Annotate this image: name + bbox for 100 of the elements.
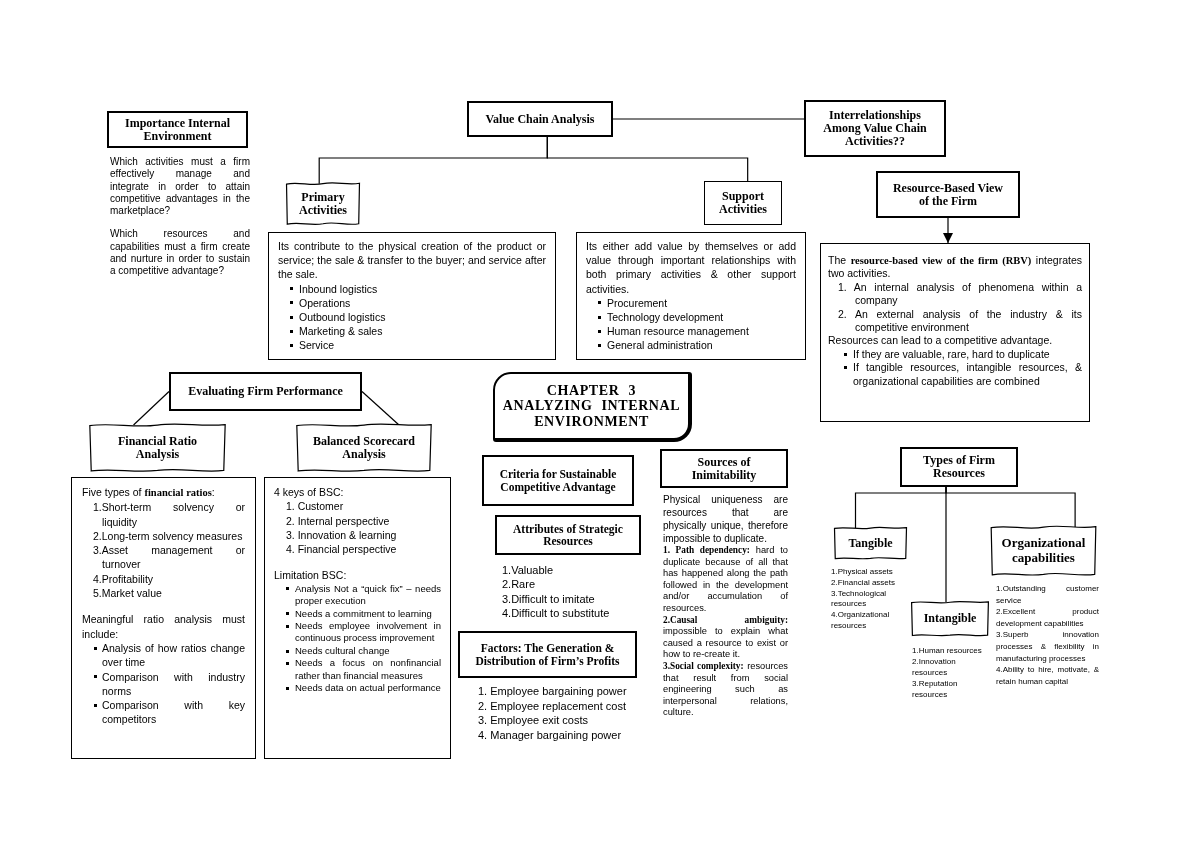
description-box: [268, 232, 556, 360]
list-item: Analysis Not a “quick fix” – needs proper execution: [295, 582, 441, 608]
topic-box: [876, 171, 1020, 218]
list-item: Needs employee involvement in continuous process improvement: [295, 620, 441, 645]
arrow: [943, 217, 953, 244]
list-item: Needs data on actual performance: [295, 682, 441, 695]
description-box: [71, 477, 256, 759]
list-item: 1. An internal analysis of phenomena within a company: [837, 280, 1082, 308]
list-item: Technology development: [607, 310, 724, 325]
description-text: 3.Social complexity: resources that result from social engineering such as interpersonal relations, culture.: [663, 660, 788, 719]
box-title: Importance Internal Environment: [124, 116, 231, 143]
list-item: Needs cultural change: [295, 644, 390, 658]
box-title: Factors: The Generation & Distribution of Firm’s Profits: [474, 642, 621, 667]
box-title: Sources of Inimitability: [690, 455, 758, 482]
box-title: CHAPTER 3 ANALYZING INTERNAL ENVIRONMENT: [501, 383, 682, 429]
box-title: Types of Firm Resources: [922, 454, 996, 480]
list-item: Service: [299, 338, 334, 353]
list-item: Comparison with key competitors: [102, 698, 245, 727]
description-text: Limitation BSC:: [274, 568, 347, 583]
box-title: Criteria for Sustainable Competitive Advantage: [498, 468, 618, 493]
box-title: Primary Activities: [298, 190, 348, 217]
box-title: Value Chain Analysis: [485, 112, 595, 126]
list-item: 4.Ability to hire, motivate, & retain human capital: [996, 664, 1099, 688]
box-title: Financial Ratio Analysis: [117, 434, 198, 461]
list-item: 1.Physical assets: [831, 567, 893, 578]
connector-line: [132, 390, 170, 426]
box-title: Balanced Scorecard Analysis: [311, 434, 417, 461]
banner-box: [285, 181, 361, 226]
description-text: Five types of financial ratios:: [82, 485, 215, 500]
description-text: Its either add value by themselves or add value through important relationships with both primary activities & other support activities.: [586, 239, 796, 296]
list-item: 3.Technological resources: [831, 588, 888, 611]
description-box: [264, 477, 451, 759]
list-item: Operations: [299, 295, 351, 310]
box-title: Interrelationships Among Value Chain Activities??: [822, 109, 928, 148]
list-item: 1. Customer: [285, 499, 345, 514]
topic-box: [704, 181, 782, 225]
list-item: 3. Innovation & learning: [285, 527, 397, 543]
topic-box: [804, 100, 946, 157]
topic-box: [169, 372, 362, 411]
description-box: [576, 232, 806, 360]
list-item: 3.Asset management or turnover: [92, 543, 245, 572]
list-item: 1.Short-term solvency or liquidity: [92, 500, 245, 529]
connector-line: [546, 136, 749, 182]
list-item: If tangible resources, intangible resources, & organizational capabilities are combined: [853, 361, 1082, 389]
connector-line: [361, 390, 400, 426]
topic-box: [482, 455, 634, 506]
list-item: 5.Market value: [92, 586, 162, 601]
description-text: Which activities must a firm effectively manage and integrate in order to attain competitive advantages in the marketplace?: [110, 156, 250, 218]
list-item: Procurement: [607, 295, 668, 310]
description-text: The resource-based view of the firm (RBV) integrates two activities.: [828, 254, 1082, 281]
list-item: Analysis of how ratios change over time: [102, 640, 245, 670]
list-item: 3.Superb innovation processes & flexibility in manufacturing processes: [996, 629, 1099, 665]
connector-line: [612, 118, 805, 120]
description-text: Meaningful ratio analysis must include:: [82, 612, 245, 641]
list-item: 4.Profitability: [92, 571, 154, 587]
box-title: Tangible: [848, 536, 893, 550]
topic-box: [495, 515, 641, 555]
list-item: 2.Long-term solvency measures: [92, 528, 243, 544]
box-title: Evaluating Firm Performance: [188, 385, 343, 398]
list-item: Comparison with industry norms: [102, 669, 245, 699]
list-item: 1.Outstanding customer service: [996, 583, 1099, 607]
list-item: 3.Difficult to imitate: [502, 591, 595, 607]
list-item: Needs a commitment to learning: [295, 607, 432, 620]
description-text: 1. Path dependency: hard to duplicate because of all that has happened along the path followed in the development and/or accumulation of resources.: [663, 545, 788, 615]
chapter-title-box: [493, 372, 692, 442]
box-title: Organizational capabilities: [1000, 536, 1087, 565]
list-item: 3. Employee exit costs: [478, 713, 589, 728]
list-item: Inbound logistics: [299, 281, 378, 296]
banner-box: [87, 422, 228, 473]
connector-line: [945, 486, 1076, 528]
banner-box: [294, 422, 434, 473]
topic-box: [458, 631, 637, 678]
description-text: Which resources and capabilities must a firm create and nurture in order to sustain a competitive advantage?: [110, 228, 250, 278]
banner-box: [989, 524, 1098, 577]
list-item: 2. An external analysis of the industry & its competitive environment: [837, 307, 1082, 335]
list-item: 2.Excellent product development capabilities: [996, 606, 1099, 630]
box-title: Intangible: [923, 612, 977, 625]
list-item: Human resource management: [607, 324, 749, 339]
list-item: 4. Financial perspective: [285, 542, 397, 557]
topic-box: [467, 101, 613, 137]
box-title: Support Activities: [718, 190, 768, 216]
list-item: General administration: [607, 338, 713, 353]
list-item: 4.Organizational resources: [831, 610, 891, 632]
list-item: 2.Innovation resources: [912, 656, 957, 678]
list-item: 2.Rare: [502, 577, 536, 592]
banner-box: [910, 600, 990, 637]
list-item: Outbound logistics: [299, 310, 386, 325]
list-item: 2.Financial assets: [831, 577, 896, 589]
list-item: 2. Internal perspective: [285, 513, 390, 528]
banner-box: [833, 526, 908, 560]
box-title: Resource-Based View of the Firm: [891, 181, 1005, 208]
description-text: Its contribute to the physical creation of the product or service; the sale & transfer to the buyer; and service after the sale.: [278, 239, 546, 282]
description-box: [820, 243, 1090, 422]
topic-box: [660, 449, 788, 488]
list-item: 2. Employee replacement cost: [478, 698, 626, 714]
list-item: If they are valuable, rare, hard to duplicate: [853, 347, 1050, 362]
list-item: 4.Difficult to substitute: [502, 606, 610, 621]
list-item: 4. Manager bargaining power: [478, 727, 622, 743]
topic-box: [900, 447, 1018, 487]
description-text: 2.Causal ambiguity: impossible to explain what caused a resource to exist or how to re-create it.: [663, 614, 788, 661]
